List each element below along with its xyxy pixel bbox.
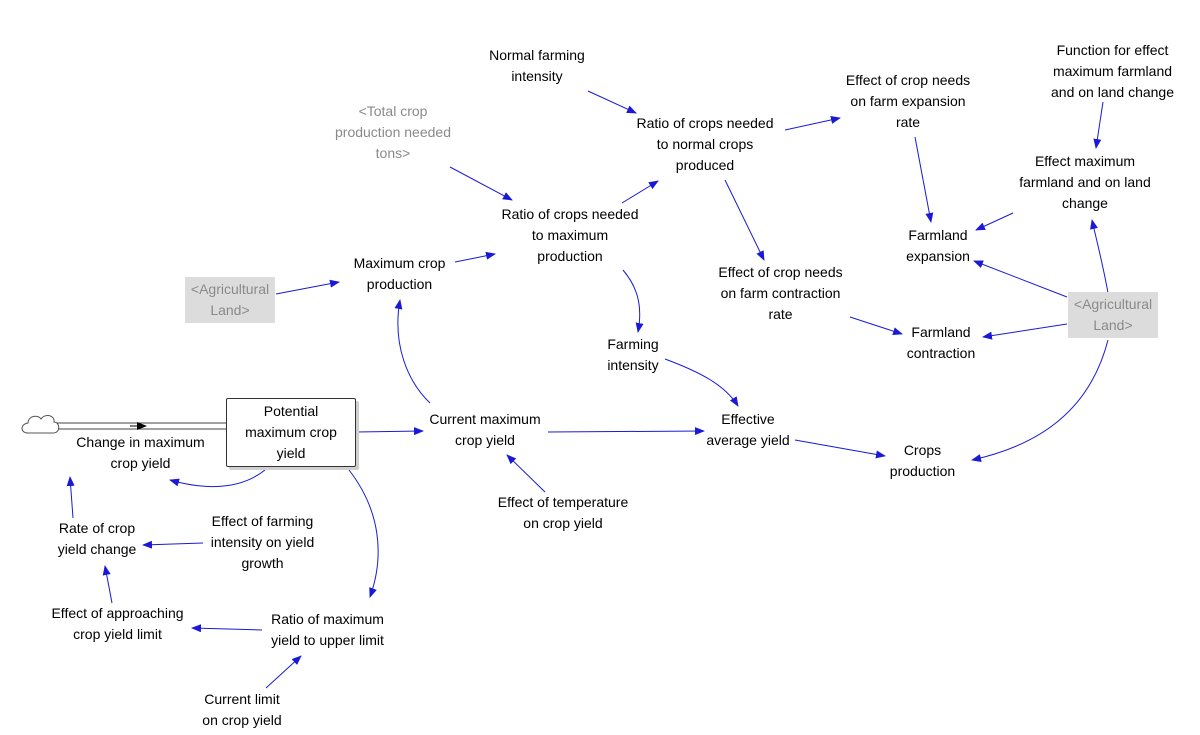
node-effect-of-temperature: Effect of temperature on crop yield bbox=[497, 494, 629, 531]
link-max-production-to-ratio-max bbox=[454, 251, 496, 263]
link-ratio-upper-to-approaching bbox=[191, 624, 263, 633]
node-ratio-crops-needed-maximum: Ratio of crops needed to maximum product… bbox=[501, 206, 639, 264]
node-rate-of-crop-yield-change: Rate of crop yield change bbox=[57, 520, 137, 557]
link-ag-land-right-to-farmland-contraction bbox=[982, 323, 1068, 340]
node-effective-average-yield: Effective average yield bbox=[706, 411, 790, 448]
link-effect-intensity-growth-to-rate bbox=[142, 540, 204, 549]
link-stock-to-current-max-yield bbox=[355, 427, 424, 436]
link-current-limit-to-ratio-upper bbox=[265, 655, 302, 689]
link-function-to-effect-max-farmland bbox=[1093, 101, 1104, 149]
node-ratio-maximum-yield-upper: Ratio of maximum yield to upper limit bbox=[271, 611, 384, 648]
node-farmland-expansion: Farmland expansion bbox=[906, 227, 970, 264]
link-normal-intensity-to-ratio-normal bbox=[587, 90, 637, 114]
node-agricultural-land-left: <Agricultural Land> bbox=[185, 277, 275, 323]
link-ratio-normal-to-effect-expansion bbox=[784, 116, 841, 131]
node-crops-production: Crops production bbox=[889, 442, 956, 479]
link-ag-land-left-to-max-production bbox=[275, 279, 340, 295]
flow-pipe bbox=[53, 422, 226, 430]
node-effect-farming-intensity-growth: Effect of farming intensity on yield gro… bbox=[210, 513, 315, 571]
node-maximum-crop-production: Maximum crop production bbox=[353, 255, 446, 292]
link-ratio-max-to-farming-intensity bbox=[622, 269, 644, 333]
link-ag-land-right-to-crops-production bbox=[971, 339, 1109, 462]
node-current-maximum-crop-yield: Current maximum crop yield bbox=[429, 411, 541, 448]
node-normal-farming-intensity: Normal farming intensity bbox=[489, 47, 585, 84]
node-effect-crop-needs-contraction: Effect of crop needs on farm contraction… bbox=[718, 264, 843, 322]
node-function-for-effect: Function for effect maximum farmland and… bbox=[1051, 42, 1174, 100]
cloud-icon bbox=[21, 414, 60, 434]
node-current-limit-on-crop-yield: Current limit on crop yield bbox=[202, 691, 282, 728]
node-ratio-crops-needed-normal: Ratio of crops needed to normal crops pr… bbox=[636, 115, 774, 173]
link-effect-expansion-to-farmland-expansion bbox=[914, 136, 934, 223]
causal-arrows bbox=[66, 90, 1109, 689]
stock-potential-maximum-crop-yield[interactable]: Potential maximum crop yield bbox=[226, 398, 356, 467]
node-agricultural-land-right: <Agricultural Land> bbox=[1068, 292, 1158, 338]
node-farming-intensity: Farming intensity bbox=[607, 336, 659, 373]
link-ag-land-right-to-farmland-expansion bbox=[973, 260, 1068, 298]
link-effective-yield-to-crops-production bbox=[794, 439, 886, 459]
link-stock-to-ratio-upper bbox=[348, 469, 379, 598]
link-temperature-to-current-max-yield bbox=[506, 454, 546, 493]
link-current-max-yield-to-max-production bbox=[394, 299, 431, 404]
link-rate-to-change bbox=[66, 476, 75, 519]
link-approaching-to-rate bbox=[102, 565, 113, 604]
link-ratio-normal-to-effect-contraction bbox=[724, 179, 765, 261]
link-ag-land-right-to-effect-max-farmland bbox=[1090, 219, 1109, 294]
node-change-in-maximum-crop-yield: Change in maximum crop yield bbox=[76, 434, 205, 471]
node-effect-maximum-farmland: Effect maximum farmland and on land chan… bbox=[1019, 153, 1151, 211]
link-farming-intensity-to-effective-yield bbox=[664, 358, 739, 407]
node-total-crop-production-needed: <Total crop production needed tons> bbox=[335, 103, 451, 161]
node-effect-approaching-limit: Effect of approaching crop yield limit bbox=[51, 605, 184, 642]
node-effect-crop-needs-expansion: Effect of crop needs on farm expansion r… bbox=[845, 72, 971, 130]
link-ratio-max-to-ratio-normal bbox=[621, 180, 659, 204]
link-current-max-yield-to-effective-yield bbox=[547, 427, 705, 436]
link-effect-max-farmland-to-farmland-expansion bbox=[975, 212, 1014, 231]
link-effect-contraction-to-farmland-contraction bbox=[849, 316, 903, 336]
link-stock-to-change bbox=[169, 469, 266, 487]
link-total-needed-to-ratio-max bbox=[449, 166, 513, 201]
node-farmland-contraction: Farmland contraction bbox=[906, 324, 976, 361]
